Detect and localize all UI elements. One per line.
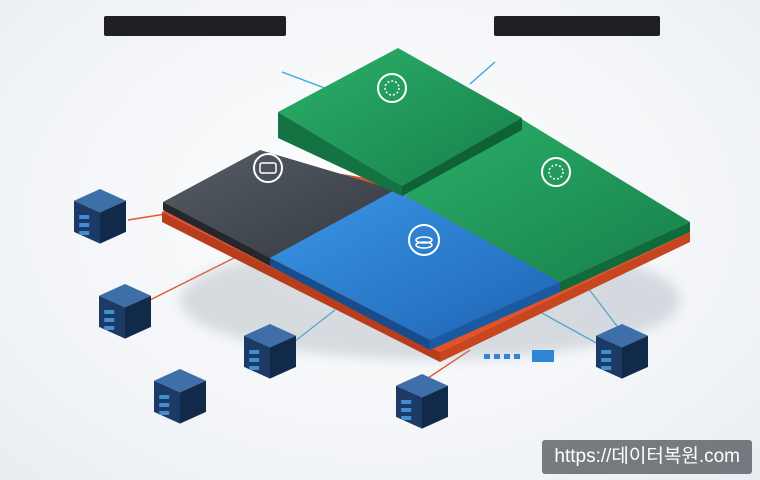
server-4-icon xyxy=(154,369,206,424)
cloud-icon xyxy=(541,157,571,187)
server-1-icon xyxy=(74,189,126,244)
callout-title-right xyxy=(494,16,660,36)
shield-icon xyxy=(377,73,407,103)
status-dots xyxy=(484,350,554,362)
server-2-icon xyxy=(99,284,151,339)
link-line xyxy=(281,71,331,91)
callout-title-left xyxy=(104,16,286,36)
servers xyxy=(74,189,648,429)
tile-blue xyxy=(270,190,560,350)
link-line xyxy=(149,254,241,301)
database-icon xyxy=(408,224,440,256)
tile-green-top xyxy=(278,48,522,196)
server-6-icon xyxy=(596,324,648,379)
watermark: https://데이터복원.com xyxy=(542,440,752,474)
server-3-icon xyxy=(244,324,296,379)
tile-dark xyxy=(163,150,395,266)
link-line xyxy=(469,61,496,85)
server-5-icon xyxy=(396,374,448,429)
network-icon xyxy=(253,153,283,183)
